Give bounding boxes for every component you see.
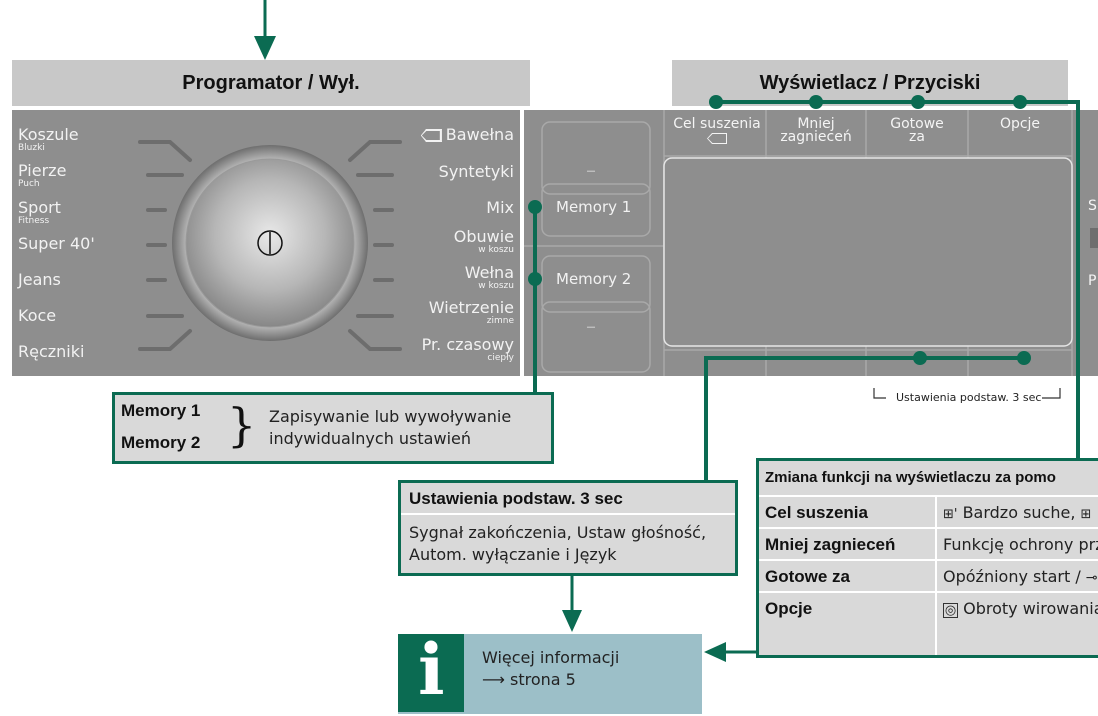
settings-info-box: Ustawienia podstaw. 3 sec Sygnał zakończ… bbox=[398, 480, 738, 576]
tab-opcje[interactable]: Opcje bbox=[999, 116, 1041, 132]
function-row-gotowe-value: Opóźniony start / ⊸ bbox=[943, 567, 1098, 586]
control-panel-outline bbox=[524, 110, 1098, 376]
function-row-opcje-value: ◎ Obroty wirowania bbox=[943, 599, 1098, 618]
memory-info-box: Memory 1 Memory 2 } Zapisywanie lub wywo… bbox=[112, 392, 554, 464]
dot-cel-suszenia bbox=[709, 95, 723, 109]
edge-letter-p: P bbox=[1088, 273, 1097, 289]
program-super40[interactable]: Super 40' bbox=[18, 234, 95, 253]
program-syntetyki[interactable]: Syntetyki bbox=[438, 162, 514, 181]
top-arrow bbox=[254, 0, 276, 60]
dot-memory2 bbox=[528, 272, 542, 286]
dot-gotowe-bottom bbox=[913, 351, 927, 365]
info-line2[interactable]: ⟶ strona 5 bbox=[482, 670, 576, 689]
dot-memory1 bbox=[528, 200, 542, 214]
dot-gotowe bbox=[911, 95, 925, 109]
memory-desc-line2: indywidualnych ustawień bbox=[269, 429, 471, 448]
info-icon bbox=[398, 634, 464, 712]
tab-cel-suszenia[interactable]: Cel suszenia bbox=[668, 117, 766, 144]
function-row-mniej-value: Funkcję ochrony prz bbox=[943, 535, 1098, 554]
program-koce[interactable]: Koce bbox=[18, 306, 57, 325]
function-title: Zmiana funkcji na wyświetlaczu za pomo bbox=[765, 469, 1056, 486]
function-row-cel-name: Cel suszenia bbox=[765, 503, 868, 522]
tag-icon bbox=[707, 133, 727, 144]
programmer-header: Programator / Wył. bbox=[12, 60, 530, 106]
function-row-opcje-name: Opcje bbox=[765, 599, 813, 618]
settings-title: Ustawienia podstaw. 3 sec bbox=[409, 489, 623, 508]
display-screen bbox=[663, 157, 1073, 347]
memory-desc-line1: Zapisywanie lub wywoływanie bbox=[269, 407, 512, 426]
settings-line1: Sygnał zakończenia, Ustaw głośność, bbox=[409, 523, 707, 542]
function-row-gotowe-name: Gotowe za bbox=[765, 567, 851, 586]
button-dash-bottom[interactable]: – bbox=[586, 314, 596, 338]
memory-1-button[interactable]: Memory 1 bbox=[556, 198, 632, 216]
memory-brace: } bbox=[227, 398, 257, 452]
dry-level-icon: ⊞' bbox=[943, 507, 958, 522]
dot-mniej bbox=[809, 95, 823, 109]
program-bawelna[interactable]: Bawełna bbox=[420, 127, 514, 143]
display-header: Wyświetlacz / Przyciski bbox=[672, 60, 1068, 106]
function-row-mniej-name: Mniej zagnieceń bbox=[765, 535, 896, 554]
key-icon: ⊸ bbox=[1085, 570, 1098, 586]
basic-settings-bracket bbox=[873, 388, 1061, 399]
memory-2-label: Memory 2 bbox=[121, 433, 201, 452]
button-dash-top[interactable]: – bbox=[586, 158, 596, 182]
info-icon-letter: i bbox=[418, 628, 445, 711]
program-dial[interactable] bbox=[120, 120, 420, 370]
dry-level-icon-2: ⊞ bbox=[1080, 507, 1092, 522]
spin-icon: ◎ bbox=[943, 603, 958, 618]
settings-line2: Autom. wyłączanie i Język bbox=[409, 545, 617, 564]
program-mix[interactable]: Mix bbox=[486, 198, 514, 217]
power-icon bbox=[257, 230, 283, 256]
function-info-box: Zmiana funkcji na wyświetlaczu za pomo C… bbox=[756, 458, 1098, 658]
function-row-cel-value: ⊞' Bardzo suche, ⊞ bbox=[943, 503, 1092, 522]
memory-1-label: Memory 1 bbox=[121, 401, 201, 420]
edge-letter-s: S bbox=[1088, 198, 1097, 214]
program-jeans[interactable]: Jeans bbox=[18, 270, 61, 289]
info-box: i Więcej informacji ⟶ strona 5 bbox=[398, 630, 702, 714]
program-reczniki[interactable]: Ręczniki bbox=[18, 342, 85, 361]
dot-opcje-bottom bbox=[1017, 351, 1031, 365]
info-line1: Więcej informacji bbox=[482, 648, 620, 667]
memory-2-button[interactable]: Memory 2 bbox=[556, 270, 632, 288]
basic-settings-hint: Ustawienia podstaw. 3 sec bbox=[896, 391, 1042, 404]
tag-icon bbox=[420, 129, 442, 142]
dot-opcje bbox=[1013, 95, 1027, 109]
